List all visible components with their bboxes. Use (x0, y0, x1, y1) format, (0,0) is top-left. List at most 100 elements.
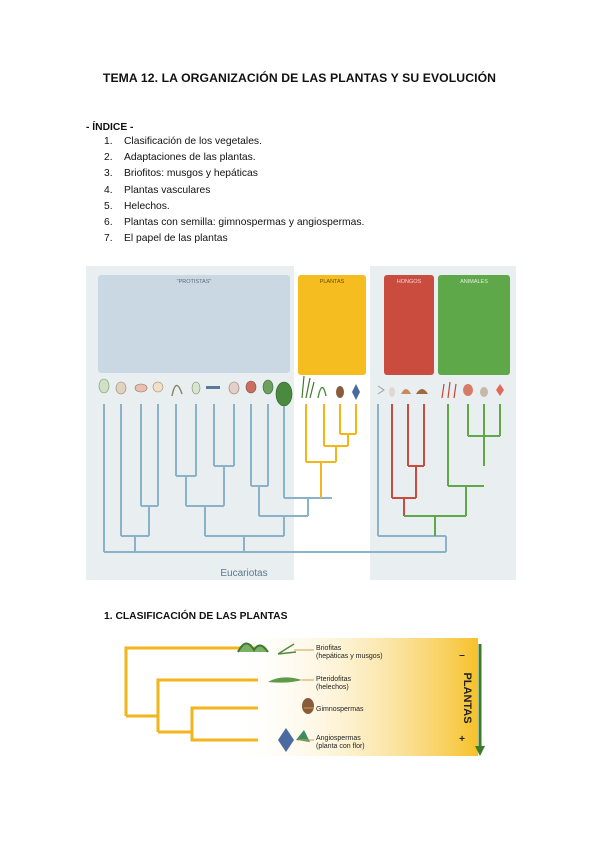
index-item-number: 5. (104, 200, 113, 212)
pinecone-illustration (336, 386, 344, 398)
flower-illustration (296, 730, 310, 742)
index-item-number: 7. (104, 233, 113, 245)
eucariotas-label: Eucariotas (220, 568, 267, 579)
plantas-label: PLANTAS (320, 279, 345, 285)
plantas-gradient-panel (228, 638, 478, 756)
branch (140, 404, 159, 536)
fern-illustration (317, 386, 327, 399)
branch (284, 497, 332, 516)
label-connectors (294, 649, 314, 741)
animales-label: ANIMALES (460, 279, 488, 285)
briofitas-label: Briofitas (316, 645, 342, 652)
branch (205, 535, 284, 552)
index-item-number: 1. (104, 136, 113, 147)
animal-illustration (463, 384, 473, 396)
moss-illustration (237, 642, 269, 653)
index-heading: - ÍNDICE - (86, 122, 134, 133)
plantas-branches (305, 404, 357, 498)
index-item-text: Adaptaciones de las plantas. (124, 152, 256, 164)
protist-illustration (171, 384, 183, 397)
protist-illustration (134, 383, 148, 393)
animal-illustration (480, 387, 488, 397)
angiospermas-sub: (planta con flor) (316, 743, 365, 750)
plant-tree-branches (124, 646, 258, 742)
protista-branches (103, 404, 447, 553)
protist-illustration (245, 380, 257, 394)
animal-illustration (496, 384, 504, 396)
pteridofitas-label: Pteridofitas (316, 676, 352, 683)
branch (324, 433, 356, 462)
index-item-text: Helechos. (124, 200, 170, 212)
index-item-number: 2. (104, 152, 113, 164)
plantas-vertical-label: PLANTAS (461, 672, 473, 723)
branch (121, 535, 149, 552)
index-item-text: Plantas vasculares (124, 184, 211, 196)
evolution-arrow-head (475, 746, 485, 756)
flower-illustration (352, 384, 360, 400)
animal-illustration (441, 381, 457, 399)
protist-illustration (98, 378, 110, 394)
protist-illustration (262, 379, 274, 395)
protist-illustration (206, 386, 220, 389)
eukaryote-tree-figure: "PROTISTAS" PLANTAS HONGOS ANIMALES (86, 266, 516, 580)
moss-illustration (301, 375, 315, 399)
minus-sign: – (459, 650, 465, 661)
fungus-illustration (401, 389, 411, 394)
hongos-panel (384, 275, 434, 375)
angiospermas-label: Angiospermas (316, 735, 361, 742)
pteridofitas-sub: (helechos) (316, 684, 349, 691)
index-item-text: Clasificación de los vegetales. (124, 136, 262, 147)
branch (124, 646, 258, 716)
branch (259, 515, 308, 536)
section-heading: 1. CLASIFICACIÓN DE LAS PLANTAS (104, 611, 288, 622)
branch (186, 505, 224, 536)
branch (250, 404, 269, 516)
protist-illustration (152, 381, 164, 393)
protist-illustration (115, 381, 127, 395)
index-item-text: Plantas con semilla: gimnospermas y angi… (124, 217, 365, 229)
protist-illustration (191, 381, 201, 395)
fungus-illustration (416, 389, 428, 394)
branch (190, 732, 258, 742)
index-item-number: 6. (104, 217, 113, 229)
branch (391, 404, 425, 516)
branch (175, 404, 197, 506)
gimnospermas-label: Gimnospermas (316, 706, 364, 713)
pinecone-illustration (302, 698, 314, 714)
hongos-branches (391, 404, 425, 516)
plus-sign: + (459, 734, 465, 745)
index-item-number: 4. (104, 184, 113, 196)
branch (103, 404, 122, 552)
index-item-number: 3. (104, 168, 113, 180)
plantas-panel (298, 275, 366, 375)
animales-panel (438, 275, 510, 375)
index-list: 1. Clasificación de los vegetales. 2. Adap… (104, 134, 364, 247)
index-item: 3. Briofitos: musgos y hepáticas (104, 166, 364, 182)
hongos-label: HONGOS (397, 279, 422, 285)
index-item-text: Briofitos: musgos y hepáticas (124, 168, 258, 180)
branch (158, 706, 258, 734)
protist-illustration (228, 381, 240, 395)
index-item: 4. Plantas vasculares (104, 183, 364, 199)
index-item: 2. Adaptaciones de las plantas. (104, 150, 364, 166)
protist-illustration (377, 385, 385, 395)
fungus-illustration (389, 387, 395, 397)
branch (306, 461, 336, 498)
plant-illustrations (237, 642, 314, 752)
briofitas-sub: (hepáticas y musgos) (316, 653, 383, 660)
fern-illustration (268, 677, 302, 683)
index-item: 1. Clasificación de los vegetales. (104, 134, 364, 150)
branch (126, 678, 258, 718)
page-title: TEMA 12. LA ORGANIZACIÓN DE LAS PLANTAS … (102, 71, 497, 85)
branch (213, 404, 235, 506)
index-item: 7.El papel de las plantas (104, 231, 364, 247)
index-item: 5. Helechos. (104, 199, 364, 215)
organism-illustrations (98, 375, 504, 407)
branch (404, 515, 466, 536)
liverwort-illustration (277, 643, 297, 655)
index-item: 6. Plantas con semilla: gimnospermas y an… (104, 215, 364, 231)
animales-branches (404, 404, 501, 536)
protist-illustration (275, 381, 293, 407)
flower-illustration (278, 728, 294, 752)
plant-classification-figure: Briofitas (hepáticas y musgos) Pteridofi… (124, 638, 485, 756)
